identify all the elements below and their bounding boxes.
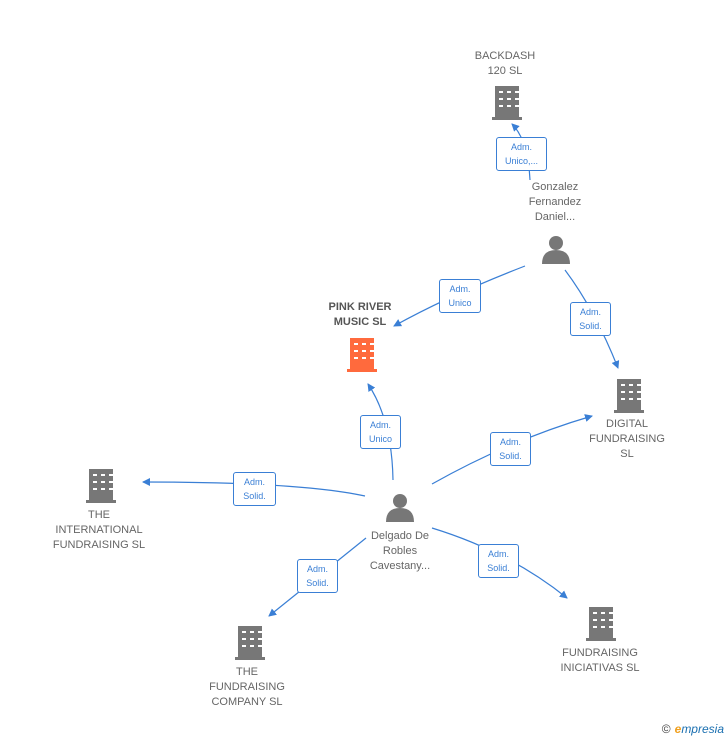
node-label-international: THE INTERNATIONAL FUNDRAISING SL [52,509,146,551]
edge-label-e5: Adm. Solid. [490,432,531,466]
node-label-gonzalez: Gonzalez Fernandez Daniel... [528,181,582,223]
node-label-iniciativas: FUNDRAISING INICIATIVAS SL [560,647,640,674]
copyright-icon: © [661,722,671,736]
node-label-digital: DIGITAL FUNDRAISING SL [589,418,665,460]
edge-label-e3: Adm. Solid. [570,302,611,336]
edge-delgado-international [142,478,366,497]
node-label-fundraising-company: THE FUNDRAISING COMPANY SL [209,666,285,708]
node-label-pink-river: PINK RIVER MUSIC SL [328,301,392,328]
node-label-backdash: BACKDASH 120 SL [474,50,536,77]
brand-logo-text: mpresia [681,722,724,736]
building-windows [93,91,641,647]
edge-label-e4: Adm. Unico [360,415,401,449]
edge-label-e2: Adm. Unico [439,279,481,313]
edge-label-e8: Adm. Solid. [478,544,519,578]
edge-label-e1: Adm. Unico,... [496,137,547,171]
node-label-delgado: Delgado De Robles Cavestany... [369,530,431,572]
brand-logo-e: e [674,722,682,736]
person-icon [386,494,414,522]
person-icon [542,236,570,264]
brand-footer: ©empresia [662,722,724,736]
edge-label-e7: Adm. Solid. [297,559,338,593]
edge-label-e6: Adm. Solid. [233,472,276,506]
